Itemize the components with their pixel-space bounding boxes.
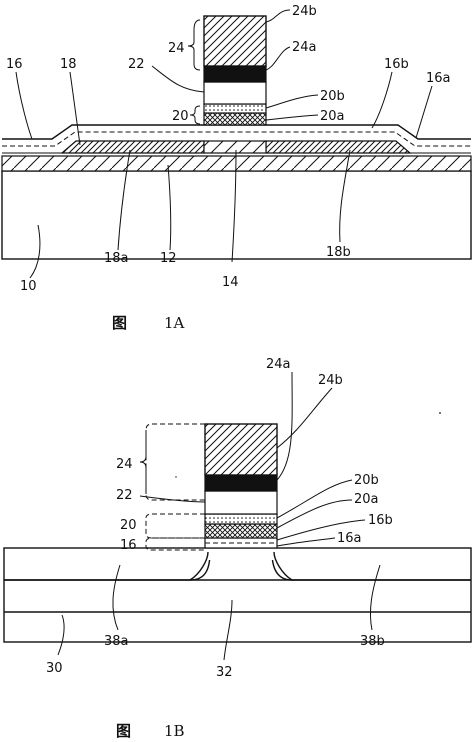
leader-16a-1b [276, 537, 336, 547]
layer-20a-1b [204, 523, 278, 539]
label-12: 12 [160, 251, 177, 266]
substrate-10 [1, 170, 472, 260]
region-18a [60, 140, 205, 154]
leader-18 [69, 71, 81, 146]
label-24-1b: 24 [116, 457, 133, 472]
leader-38a [112, 564, 121, 631]
label-20b: 20b [320, 89, 345, 104]
dashed-box-20 [145, 513, 205, 539]
leader-24a-1b [276, 371, 293, 481]
brace-20 [189, 105, 201, 125]
label-20a: 20a [320, 109, 345, 124]
layer-24a-1b [204, 474, 278, 492]
label-18a: 18a [104, 251, 129, 266]
label-32: 32 [216, 665, 233, 680]
leader-10 [29, 224, 41, 279]
label-16b-1b: 16b [368, 513, 393, 528]
leader-30 [57, 614, 65, 656]
leader-16 [15, 71, 33, 140]
leader-22 [151, 65, 205, 93]
leader-24b-1b [276, 387, 333, 449]
leader-22-1b [139, 495, 206, 503]
label-16a-1b: 16a [337, 531, 362, 546]
channel-curve [189, 551, 293, 581]
label-20b-1b: 20b [354, 473, 379, 488]
leader-18b [339, 149, 351, 243]
figure-1b: 24a 24b 24 22 20b 20a 16b 20 16 16a 38a … [3, 357, 472, 740]
brace-24 [187, 19, 201, 71]
leader-16b [371, 71, 393, 129]
leader-16a [415, 85, 433, 139]
label-16: 16 [6, 57, 23, 72]
leader-24a [265, 46, 291, 71]
label-22-1b: 22 [116, 488, 133, 503]
label-18: 18 [60, 57, 77, 72]
dashed-box-24 [145, 423, 205, 501]
brace-24-1b [139, 430, 147, 494]
label-22: 22 [128, 57, 145, 72]
label-16-1b: 16 [120, 538, 137, 553]
leader-24b [265, 9, 291, 23]
label-20-1b: 20 [120, 518, 137, 533]
leader-32 [223, 599, 233, 661]
label-24b: 24b [292, 4, 317, 19]
leader-14 [231, 149, 237, 263]
layer-24b [203, 15, 267, 67]
label-30: 30 [46, 661, 63, 676]
leader-12 [167, 164, 172, 251]
label-38a: 38a [104, 634, 129, 649]
substrate-30 [3, 547, 472, 643]
speck [439, 412, 441, 414]
layer-16a-dashed [2, 131, 471, 147]
layer-20a [203, 112, 267, 126]
label-20a-1b: 20a [354, 492, 379, 507]
label-18b: 18b [326, 245, 351, 260]
region-14 [203, 140, 267, 154]
leader-20a-1b [276, 499, 353, 529]
layer-20b [203, 103, 267, 114]
leader-38b [369, 564, 381, 631]
label-24a-1b: 24a [266, 357, 291, 372]
region-18b [265, 140, 412, 154]
layer-12 [1, 155, 472, 172]
layer-22-1b [204, 490, 278, 515]
leader-18a [117, 149, 131, 251]
layer-22 [203, 81, 267, 105]
caption-char-1b: 图 [116, 722, 131, 740]
label-16a: 16a [426, 71, 451, 86]
caption-label-1b: 1B [164, 722, 185, 740]
layer-24a [203, 65, 267, 83]
leader-20b [265, 94, 319, 109]
leader-20a [265, 114, 319, 121]
label-38b: 38b [360, 634, 385, 649]
layer-24b-1b [204, 423, 278, 476]
label-14: 14 [222, 275, 239, 290]
layer-16-outer [2, 124, 471, 140]
figure-1a: 24b 24 24a 22 16 18 16b 16a 20b 20 20a 1… [1, 4, 472, 332]
label-16b: 16b [384, 57, 409, 72]
label-24: 24 [168, 41, 185, 56]
label-24b-1b: 24b [318, 373, 343, 388]
caption-label-1a: 1A [164, 314, 185, 332]
caption-char-1a: 图 [112, 314, 127, 332]
layer-20b-1b [204, 513, 278, 525]
speck [175, 476, 177, 478]
leader-20b-1b [276, 479, 353, 519]
label-20: 20 [172, 109, 189, 124]
label-24a: 24a [292, 40, 317, 55]
leader-16b-1b [276, 519, 366, 541]
junction-cover [205, 549, 277, 560]
label-10: 10 [20, 279, 37, 294]
